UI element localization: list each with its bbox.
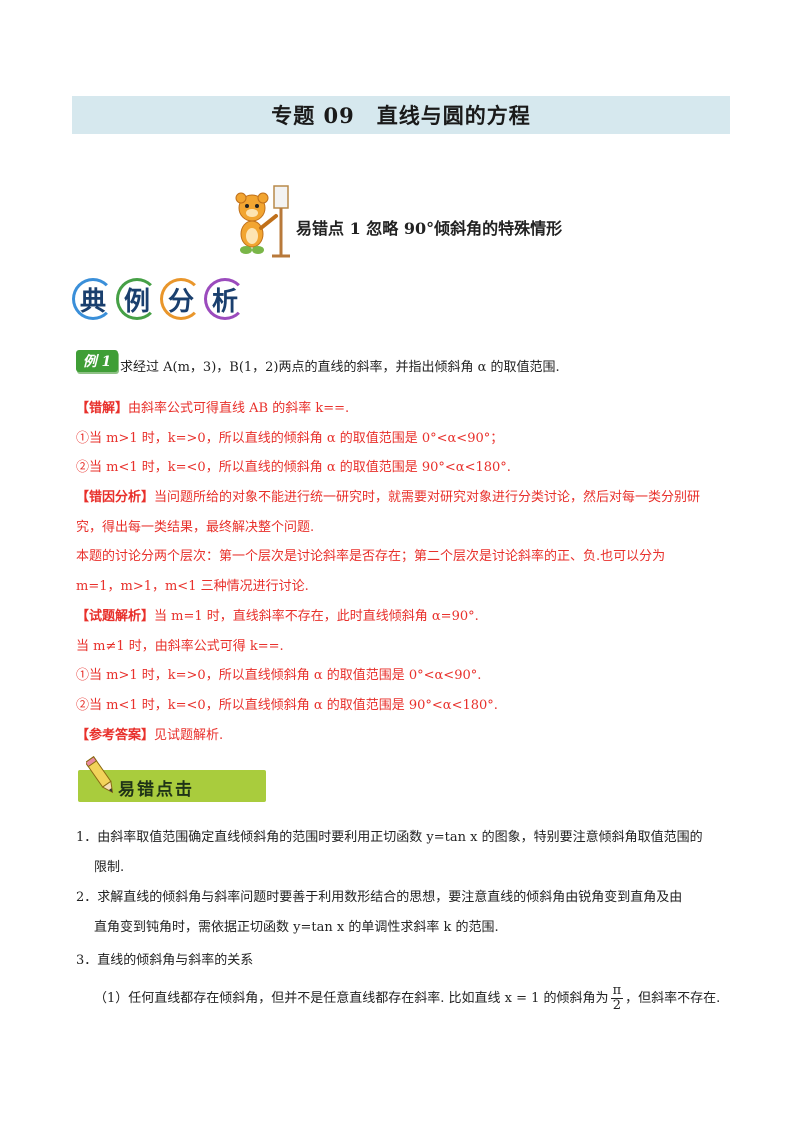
example-analysis-label: 典 例 分 析 xyxy=(72,272,252,326)
error-tip-banner: 易错点击 xyxy=(78,756,266,802)
tip-3-line-1: 3．直线的倾斜角与斜率的关系 xyxy=(76,953,254,968)
section-char-1: 典 xyxy=(72,278,114,320)
solution-text-1: 当 m=1 时，直线斜率不存在，此时直线倾斜角 α=90°. xyxy=(154,609,479,624)
wrong-solution-line-1: 【错解】由斜率公式可得直线 AB 的斜率 k==. xyxy=(76,401,349,417)
solution-label: 【试题解析】 xyxy=(76,609,155,624)
section-char-3: 分 xyxy=(160,278,202,320)
wrong-solution-line-3: ②当 m<1 时，k=<0，所以直线的倾斜角 α 的取值范围是 90°<α<18… xyxy=(76,460,511,475)
fraction-denominator: 2 xyxy=(612,998,621,1013)
error-analysis-line-2: 究，得出每一类结果，最终解决整个问题. xyxy=(76,520,315,535)
tip-2-line-2: 直角变到钝角时，需依据正切函数 y=tan x 的单调性求斜率 k 的范围. xyxy=(94,920,499,935)
error-analysis-text-1: 当问题所给的对象不能进行统一研究时，就需要对研究对象进行分类讨论，然后对每一类分… xyxy=(154,490,701,505)
answer-text: 见试题解析. xyxy=(154,728,224,743)
tip-1-line-2: 限制. xyxy=(94,860,125,875)
answer-label: 【参考答案】 xyxy=(76,728,155,743)
error-analysis-line-3: 本题的讨论分两个层次：第一个层次是讨论斜率是否存在；第二个层次是讨论斜率的正、负… xyxy=(76,549,666,564)
error-tip-title: 易错点击 xyxy=(118,780,194,800)
example-question: 求经过 A(m，3)，B(1，2)两点的直线的斜率，并指出倾斜角 α 的取值范围… xyxy=(120,360,560,375)
solution-line-3: ①当 m>1 时，k=>0，所以直线倾斜角 α 的取值范围是 0°<α<90°. xyxy=(76,668,482,683)
tip-3-sub-1-text-b: ，但斜率不存在. xyxy=(625,991,721,1006)
wrong-solution-label: 【错解】 xyxy=(76,401,129,416)
section-char-4: 析 xyxy=(204,278,246,320)
error-analysis-line-4: m=1，m>1，m<1 三种情况进行讨论. xyxy=(76,579,309,594)
error-point-title: 易错点 1 忽略 90°倾斜角的特殊情形 xyxy=(296,219,563,238)
solution-line-4: ②当 m<1 时，k=<0，所以直线倾斜角 α 的取值范围是 90°<α<180… xyxy=(76,698,498,713)
example-badge: 例 1 xyxy=(76,350,118,372)
wrong-solution-text-1: 由斜率公式可得直线 AB 的斜率 k==. xyxy=(128,401,350,416)
fraction-numerator: π xyxy=(610,983,624,999)
answer-line: 【参考答案】见试题解析. xyxy=(76,728,223,744)
tip-3-sub-1-text-a: （1）任何直线都存在倾斜角，但并不是任意直线都存在斜率. 比如直线 x = 1 … xyxy=(94,991,609,1006)
solution-line-1: 【试题解析】当 m=1 时，直线斜率不存在，此时直线倾斜角 α=90°. xyxy=(76,609,479,625)
solution-line-2: 当 m≠1 时，由斜率公式可得 k==. xyxy=(76,639,284,654)
wrong-solution-line-2: ①当 m>1 时，k=>0，所以直线的倾斜角 α 的取值范围是 0°<α<90°… xyxy=(76,431,504,446)
tip-2-line-1: 2．求解直线的倾斜角与斜率问题时要善于利用数形结合的思想，要注意直线的倾斜角由锐… xyxy=(76,890,683,905)
tip-1-line-1: 1．由斜率取值范围确定直线倾斜角的范围时要利用正切函数 y=tan x 的图象，… xyxy=(76,830,703,845)
error-analysis-line-1: 【错因分析】当问题所给的对象不能进行统一研究时，就需要对研究对象进行分类讨论，然… xyxy=(76,490,700,506)
error-analysis-label: 【错因分析】 xyxy=(76,490,155,505)
tip-3-sub-1: （1）任何直线都存在倾斜角，但并不是任意直线都存在斜率. 比如直线 x = 1 … xyxy=(94,983,720,1015)
pencil-icon xyxy=(86,756,114,794)
error-point-heading: 易错点 1 忽略 90°倾斜角的特殊情形 xyxy=(232,182,792,262)
bear-mascot-icon xyxy=(235,185,290,258)
section-char-2: 例 xyxy=(116,278,158,320)
page-title: 专题 09 直线与圆的方程 xyxy=(72,96,730,134)
